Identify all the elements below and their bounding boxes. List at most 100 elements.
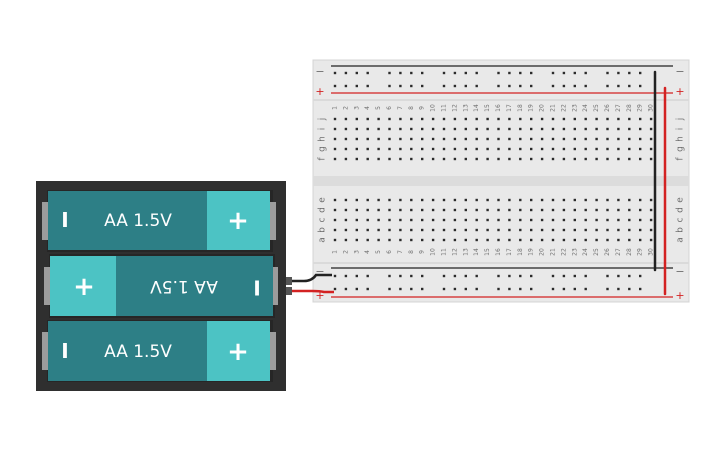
terminal-hole[interactable] — [519, 228, 522, 232]
rail-hole[interactable] — [617, 71, 620, 75]
terminal-hole[interactable] — [333, 137, 337, 141]
terminal-hole[interactable] — [639, 117, 642, 121]
terminal-hole[interactable] — [366, 238, 369, 242]
rail-hole[interactable] — [562, 84, 566, 88]
rail-hole[interactable] — [584, 287, 587, 291]
terminal-hole[interactable] — [442, 147, 446, 151]
terminal-hole[interactable] — [486, 157, 489, 161]
terminal-hole[interactable] — [649, 208, 653, 212]
terminal-hole[interactable] — [497, 228, 500, 232]
rail-hole[interactable] — [508, 71, 511, 75]
rail-hole[interactable] — [355, 287, 358, 291]
terminal-hole[interactable] — [497, 117, 500, 121]
terminal-hole[interactable] — [486, 117, 489, 121]
terminal-hole[interactable] — [388, 228, 391, 232]
terminal-hole[interactable] — [431, 137, 435, 141]
battery-lead-black[interactable] — [284, 273, 332, 283]
terminal-hole[interactable] — [355, 228, 358, 232]
terminal-hole[interactable] — [551, 117, 555, 121]
terminal-hole[interactable] — [639, 137, 642, 141]
terminal-hole[interactable] — [453, 238, 457, 242]
terminal-hole[interactable] — [442, 198, 446, 202]
terminal-hole[interactable] — [551, 228, 555, 232]
terminal-hole[interactable] — [540, 208, 544, 212]
terminal-hole[interactable] — [497, 198, 500, 202]
terminal-hole[interactable] — [595, 198, 598, 202]
rail-hole[interactable] — [399, 71, 402, 75]
terminal-hole[interactable] — [530, 127, 533, 131]
terminal-hole[interactable] — [628, 137, 631, 141]
terminal-hole[interactable] — [421, 228, 424, 232]
terminal-hole[interactable] — [584, 228, 587, 232]
terminal-hole[interactable] — [540, 238, 544, 242]
terminal-hole[interactable] — [595, 127, 598, 131]
terminal-hole[interactable] — [366, 137, 369, 141]
rail-hole[interactable] — [344, 287, 348, 291]
terminal-hole[interactable] — [344, 208, 348, 212]
rail-hole[interactable] — [475, 84, 478, 88]
terminal-hole[interactable] — [410, 127, 413, 131]
terminal-hole[interactable] — [530, 147, 533, 151]
terminal-hole[interactable] — [508, 117, 511, 121]
terminal-hole[interactable] — [442, 228, 446, 232]
terminal-hole[interactable] — [366, 218, 369, 222]
rail-hole[interactable] — [584, 274, 587, 278]
terminal-hole[interactable] — [519, 218, 522, 222]
rail-hole[interactable] — [562, 287, 566, 291]
terminal-hole[interactable] — [453, 208, 457, 212]
terminal-hole[interactable] — [399, 137, 402, 141]
terminal-hole[interactable] — [388, 238, 391, 242]
terminal-hole[interactable] — [355, 127, 358, 131]
rail-hole[interactable] — [628, 287, 631, 291]
terminal-hole[interactable] — [486, 198, 489, 202]
terminal-hole[interactable] — [366, 147, 369, 151]
terminal-hole[interactable] — [421, 238, 424, 242]
terminal-hole[interactable] — [464, 208, 467, 212]
terminal-hole[interactable] — [606, 198, 609, 202]
rail-hole[interactable] — [464, 274, 467, 278]
terminal-hole[interactable] — [410, 208, 413, 212]
terminal-hole[interactable] — [584, 218, 587, 222]
rail-hole[interactable] — [519, 84, 522, 88]
terminal-hole[interactable] — [497, 157, 500, 161]
terminal-hole[interactable] — [540, 137, 544, 141]
terminal-hole[interactable] — [399, 157, 402, 161]
terminal-hole[interactable] — [530, 208, 533, 212]
rail-hole[interactable] — [617, 274, 620, 278]
terminal-hole[interactable] — [519, 238, 522, 242]
terminal-hole[interactable] — [649, 198, 653, 202]
terminal-hole[interactable] — [573, 208, 576, 212]
terminal-hole[interactable] — [442, 137, 446, 141]
terminal-hole[interactable] — [442, 238, 446, 242]
terminal-hole[interactable] — [344, 117, 348, 121]
rail-hole[interactable] — [344, 71, 348, 75]
rail-hole[interactable] — [508, 287, 511, 291]
terminal-hole[interactable] — [508, 198, 511, 202]
terminal-hole[interactable] — [464, 127, 467, 131]
terminal-hole[interactable] — [486, 228, 489, 232]
terminal-hole[interactable] — [410, 218, 413, 222]
rail-hole[interactable] — [617, 84, 620, 88]
terminal-hole[interactable] — [519, 198, 522, 202]
terminal-hole[interactable] — [508, 137, 511, 141]
terminal-hole[interactable] — [355, 157, 358, 161]
terminal-hole[interactable] — [639, 127, 642, 131]
terminal-hole[interactable] — [366, 208, 369, 212]
terminal-hole[interactable] — [410, 117, 413, 121]
rail-hole[interactable] — [475, 287, 478, 291]
terminal-hole[interactable] — [519, 137, 522, 141]
rail-hole[interactable] — [562, 71, 566, 75]
rail-hole[interactable] — [410, 274, 413, 278]
terminal-hole[interactable] — [464, 147, 467, 151]
terminal-hole[interactable] — [464, 198, 467, 202]
terminal-hole[interactable] — [475, 117, 478, 121]
rail-hole[interactable] — [355, 274, 358, 278]
terminal-hole[interactable] — [388, 127, 391, 131]
terminal-hole[interactable] — [617, 228, 620, 232]
terminal-hole[interactable] — [410, 198, 413, 202]
terminal-hole[interactable] — [628, 228, 631, 232]
terminal-hole[interactable] — [617, 208, 620, 212]
terminal-hole[interactable] — [497, 208, 500, 212]
terminal-hole[interactable] — [442, 157, 446, 161]
terminal-hole[interactable] — [617, 198, 620, 202]
